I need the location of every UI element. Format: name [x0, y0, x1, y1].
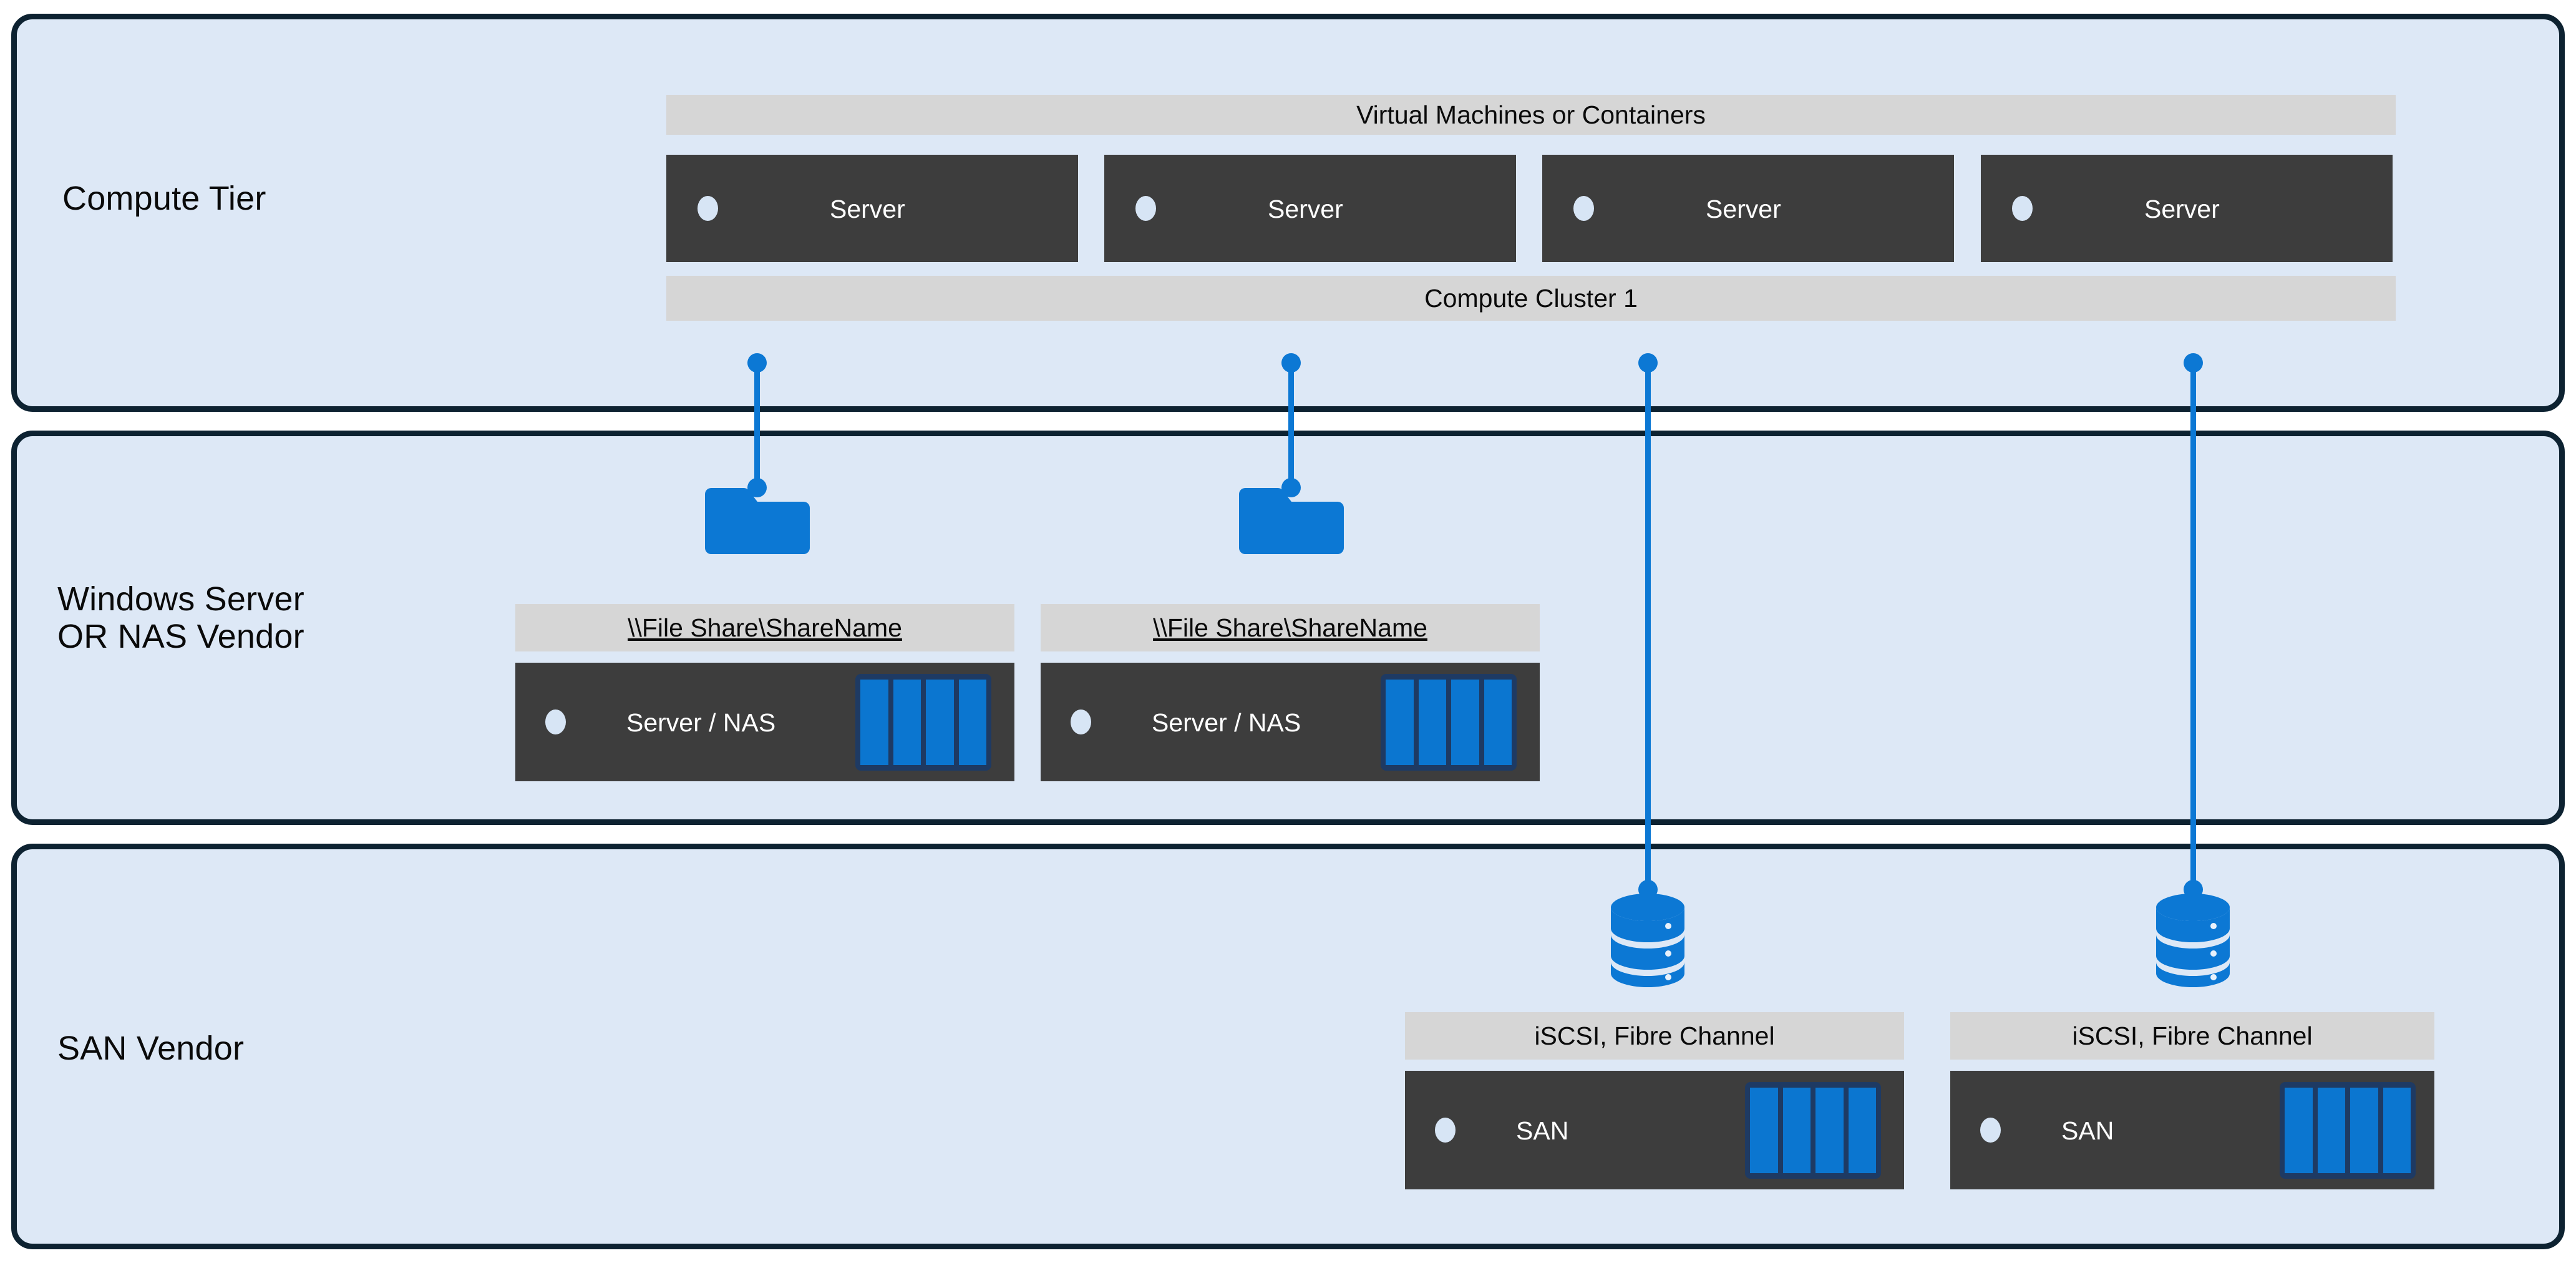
file-share-1-caption: \\File Share\ShareName	[515, 604, 1014, 651]
drive-bay	[1815, 1088, 1844, 1173]
status-led-icon	[1573, 196, 1594, 221]
drive-bay	[926, 680, 954, 765]
tier-label-compute: Compute Tier	[62, 180, 266, 217]
drive-bay	[1418, 680, 1446, 765]
database-icon	[1608, 891, 1687, 990]
connector-endpoint-dot	[1638, 880, 1658, 899]
drive-bay	[2383, 1088, 2411, 1173]
status-led-icon	[2012, 196, 2033, 221]
database-icon	[2154, 891, 2232, 990]
compute-server-3[interactable]: Server	[1542, 155, 1954, 262]
status-led-icon	[545, 710, 566, 734]
drive-bay	[893, 680, 921, 765]
san-2-label: SAN	[2061, 1116, 2114, 1145]
file-share-2-label: Server / NAS	[1152, 708, 1301, 737]
compute-server-2[interactable]: Server	[1104, 155, 1516, 262]
file-share-2-caption: \\File Share\ShareName	[1041, 604, 1540, 651]
file-share-1-label: Server / NAS	[626, 708, 776, 737]
san-1-device[interactable]: SAN	[1405, 1071, 1904, 1189]
drive-bay	[1750, 1088, 1778, 1173]
file-share-2-device[interactable]: Server / NAS	[1041, 663, 1540, 781]
caption-virtual-machines: Virtual Machines or Containers	[666, 95, 2396, 135]
status-led-icon	[1980, 1118, 2001, 1143]
drive-bay	[2350, 1088, 2378, 1173]
san-1-caption: iSCSI, Fibre Channel	[1405, 1012, 1904, 1060]
folder-icon	[700, 485, 810, 554]
tier-label-san: SAN Vendor	[57, 1030, 245, 1067]
drive-bay-group	[855, 674, 991, 771]
drive-bay	[1451, 680, 1479, 765]
drive-bay-group	[2280, 1082, 2416, 1179]
drive-bay	[958, 680, 986, 765]
status-led-icon	[1071, 710, 1091, 734]
connector-endpoint-dot	[1281, 353, 1301, 373]
connector-endpoint-dot	[747, 478, 767, 497]
san-1-label: SAN	[1516, 1116, 1569, 1145]
connector-server4-san2	[2190, 361, 2196, 899]
drive-bay	[1782, 1088, 1810, 1173]
tier-label-file-nas: Windows Server OR NAS Vendor	[57, 580, 304, 656]
san-2-device[interactable]: SAN	[1950, 1071, 2434, 1189]
compute-server-4-label: Server	[2144, 195, 2220, 223]
compute-server-1-label: Server	[830, 195, 905, 223]
drive-bay-group	[1381, 674, 1517, 771]
connector-server1-share1	[754, 361, 760, 493]
drive-bay-group	[1745, 1082, 1881, 1179]
compute-server-2-label: Server	[1268, 195, 1343, 223]
file-share-1-device[interactable]: Server / NAS	[515, 663, 1014, 781]
drive-bay	[860, 680, 888, 765]
drive-bay	[1386, 680, 1414, 765]
drive-bay	[2285, 1088, 2313, 1173]
compute-server-1[interactable]: Server	[666, 155, 1078, 262]
connector-server3-san1	[1645, 361, 1651, 899]
compute-server-4[interactable]: Server	[1981, 155, 2393, 262]
san-2-caption: iSCSI, Fibre Channel	[1950, 1012, 2434, 1060]
connector-endpoint-dot	[2184, 880, 2203, 899]
connector-endpoint-dot	[2184, 353, 2203, 373]
connector-server2-share2	[1288, 361, 1294, 493]
compute-server-3-label: Server	[1706, 195, 1781, 223]
status-led-icon	[1435, 1118, 1456, 1143]
status-led-icon	[1135, 196, 1156, 221]
drive-bay	[1848, 1088, 1876, 1173]
drive-bay	[2317, 1088, 2345, 1173]
status-led-icon	[697, 196, 718, 221]
connector-endpoint-dot	[1638, 353, 1658, 373]
drive-bay	[1484, 680, 1512, 765]
connector-endpoint-dot	[1281, 478, 1301, 497]
folder-icon	[1234, 485, 1344, 554]
caption-compute-cluster: Compute Cluster 1	[666, 276, 2396, 321]
connector-endpoint-dot	[747, 353, 767, 373]
